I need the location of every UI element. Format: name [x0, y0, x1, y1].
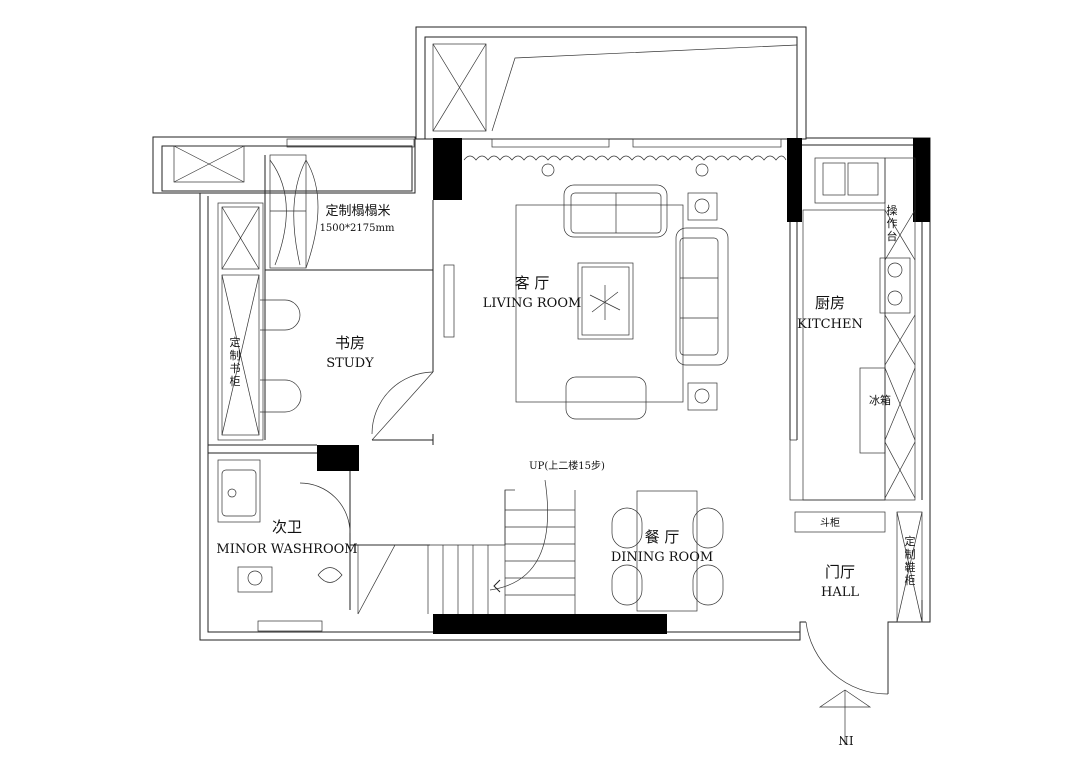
entry-mark: IN	[838, 733, 853, 747]
dining-label-en: DINING ROOM	[611, 550, 713, 565]
washroom-fixtures	[217, 459, 343, 593]
shoe-cabinet-label-1: 定	[905, 534, 916, 548]
tatami-label: 定制榻榻米	[325, 204, 390, 219]
cabinet-label: 斗柜	[820, 516, 840, 529]
bookcase-label-1: 定	[230, 335, 241, 349]
counter-label-1: 操	[887, 203, 898, 217]
study-label-en: STUDY	[326, 356, 374, 371]
study-label-cn: 书房	[335, 334, 365, 352]
shoe-cabinet-label-4: 柜	[905, 574, 916, 587]
exterior-walls	[152, 26, 931, 694]
counter-label-3: 台	[887, 229, 898, 243]
stairs-label: UP(上二楼15步)	[529, 459, 605, 472]
hall-fixtures	[805, 511, 923, 745]
living-room-label-cn: 客 厅	[515, 274, 550, 292]
shoe-cabinet-label-3: 鞋	[905, 560, 916, 574]
kitchen-label-en: KITCHEN	[797, 317, 863, 332]
dining-label-cn: 餐 厅	[645, 528, 680, 546]
fridge-label: 冰箱	[869, 393, 891, 407]
bookcase-label-3: 书	[230, 362, 241, 375]
living-furniture	[443, 155, 787, 420]
hall-label-en: HALL	[821, 585, 859, 600]
counter-label-2: 作	[887, 217, 898, 230]
dining-set	[611, 490, 724, 612]
interior-walls	[208, 155, 434, 610]
washroom-label-en: MINOR WASHROOM	[216, 542, 357, 557]
windows	[173, 43, 798, 632]
kitchen-label-cn: 厨房	[815, 294, 845, 312]
study-door	[371, 371, 434, 441]
washroom-door	[299, 482, 351, 534]
kitchen-fixtures	[789, 157, 916, 533]
tatami-size-label: 1500*2175mm	[320, 223, 395, 234]
hall-label-cn: 门厅	[825, 563, 855, 581]
shoe-cabinet-label-2: 制	[905, 548, 916, 561]
bookcase	[217, 202, 264, 441]
study-chairs	[260, 299, 302, 413]
tatami-platform	[269, 154, 319, 269]
bookcase-label-2: 制	[230, 349, 241, 362]
bookcase-label-4: 柜	[230, 375, 241, 388]
washroom-label-cn: 次卫	[272, 518, 302, 536]
structural-columns	[317, 138, 930, 634]
staircase	[357, 479, 576, 615]
living-room-label-en: LIVING ROOM	[483, 296, 582, 311]
